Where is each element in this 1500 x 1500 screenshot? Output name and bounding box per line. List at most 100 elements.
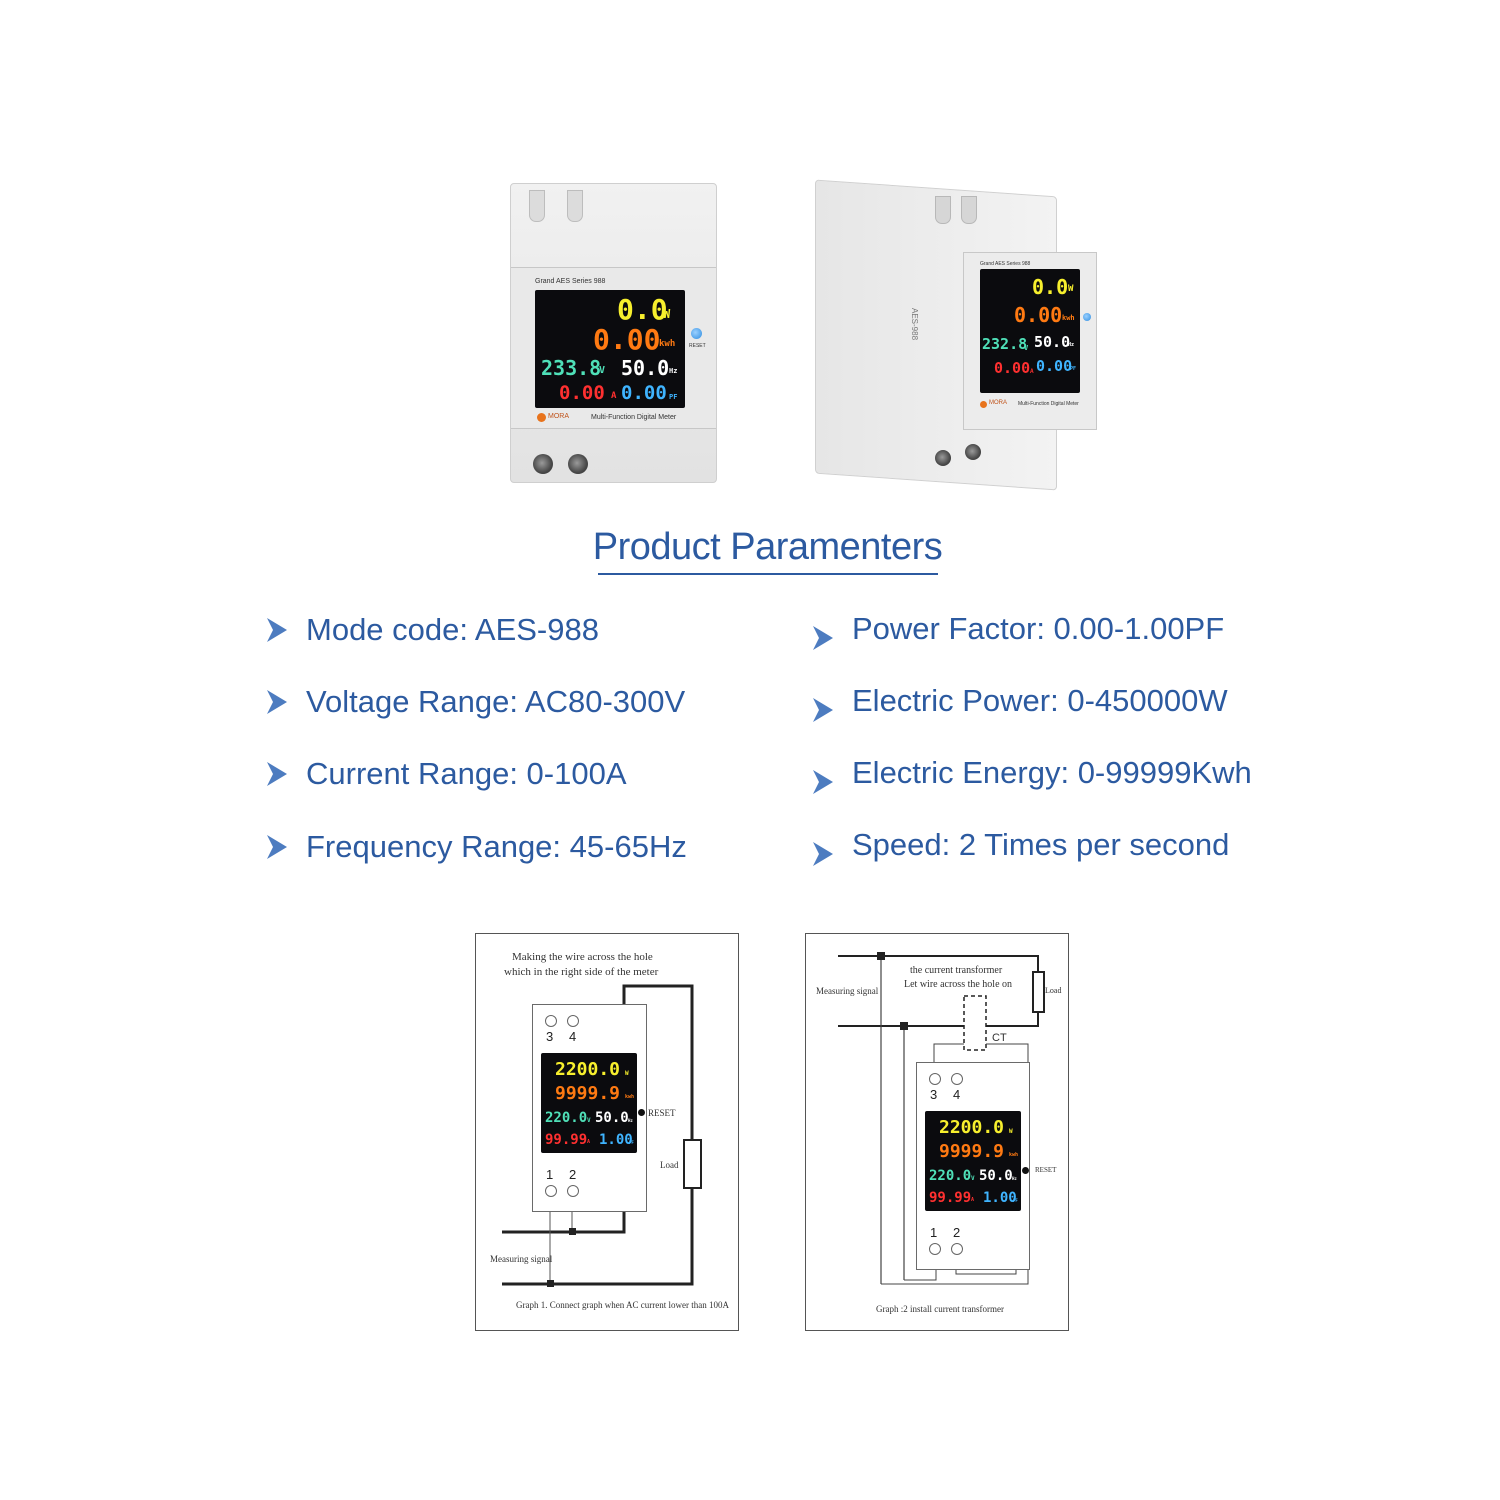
meter-display: 2200.0 W 9999.9 kwh 220.0 V 50.0 Hz 99.9… <box>541 1053 637 1153</box>
power-factor-readout: 0.00 <box>621 382 667 404</box>
voltage-readout: 220.0 <box>929 1168 972 1184</box>
current-unit: A <box>1030 368 1034 375</box>
param-text: Electric Energy: 0-99999Kwh <box>852 755 1252 790</box>
load-label: Load <box>1045 986 1062 995</box>
power-factor-unit: PF <box>1013 1198 1018 1203</box>
frequency-readout: 50.0 <box>621 356 670 380</box>
arrowhead-bullet-icon <box>813 770 833 794</box>
energy-readout: 9999.9 <box>939 1141 1005 1162</box>
voltage-readout: 233.8 <box>541 356 602 380</box>
param-item: Electric Energy: 0-99999Kwh <box>812 750 1252 796</box>
section-heading: Product Paramenters <box>592 526 943 568</box>
frequency-unit: Hz <box>669 367 678 375</box>
voltage-unit: V <box>1024 344 1029 352</box>
frequency-unit: Hz <box>628 1118 633 1123</box>
reset-button-icon[interactable] <box>691 328 702 339</box>
terminal-number: 1 <box>546 1167 554 1182</box>
frequency-readout: 50.0 <box>595 1110 629 1126</box>
mount-notch <box>961 196 977 224</box>
frequency-unit: Hz <box>1068 342 1075 348</box>
diagram-note-line1: the current transformer <box>910 965 1003 976</box>
energy-unit: kwh <box>659 339 676 349</box>
power-factor-readout: 1.00 <box>983 1190 1017 1206</box>
reset-label: RESET <box>1035 1166 1057 1174</box>
terminal-number: 2 <box>953 1225 961 1240</box>
power-unit: W <box>663 307 671 321</box>
diagram-note-line2: Let wire across the hole on <box>904 979 1013 990</box>
terminal-screw-icon <box>935 450 951 466</box>
param-text: Speed: 2 Times per second <box>852 827 1230 862</box>
diagram-caption: Graph 1. Connect graph when AC current l… <box>516 1300 729 1310</box>
param-item: Electric Power: 0-450000W <box>812 678 1228 724</box>
diagram-note-line2: which in the right side of the meter <box>504 966 659 978</box>
meter-display: 0.0 W 0.00 kwh 232.8 V 50.0 Hz 0.00 A 0.… <box>980 269 1080 393</box>
meter-front-photo: Grand AES Series 988 0.0 W 0.00 kwh 233.… <box>510 183 717 483</box>
terminal-number: 3 <box>546 1029 554 1044</box>
param-item: Speed: 2 Times per second <box>812 822 1229 868</box>
current-readout: 99.99 <box>929 1190 972 1206</box>
energy-readout: 9999.9 <box>555 1083 621 1104</box>
voltage-readout: 220.0 <box>545 1110 588 1126</box>
meter-front-panel: Grand AES Series 988 0.0 W 0.00 kwh 232.… <box>963 252 1097 430</box>
voltage-unit: V <box>971 1175 975 1182</box>
param-text: Mode code: AES-988 <box>306 612 599 647</box>
reset-button-icon[interactable] <box>1083 313 1091 321</box>
heading-underline <box>598 573 938 575</box>
energy-readout: 0.00 <box>1014 303 1063 327</box>
power-factor-readout: 0.00 <box>1036 357 1073 375</box>
ct-label: CT <box>992 1032 1007 1044</box>
energy-readout: 0.00 <box>593 323 661 356</box>
param-item: Mode code: AES-988 <box>266 612 599 648</box>
diagram-caption: Graph :2 install current transformer <box>876 1304 1004 1314</box>
meter-caption: Multi-Function Digital Meter <box>591 414 677 421</box>
param-item: Frequency Range: 45-65Hz <box>266 829 687 865</box>
frequency-unit: Hz <box>1012 1176 1017 1181</box>
arrowhead-bullet-icon <box>267 835 287 859</box>
wiring-lines <box>502 984 702 1287</box>
reset-label: RESET <box>689 343 706 349</box>
terminal-number: 1 <box>930 1225 938 1240</box>
terminal-circle-icon <box>951 1243 963 1255</box>
meter-brand-text: Grand AES Series 988 <box>535 278 606 285</box>
meter-angled-photo: AES-988 Grand AES Series 988 0.0 W 0.00 … <box>815 179 1097 491</box>
current-readout: 0.00 <box>994 359 1031 377</box>
frequency-readout: 50.0 <box>1034 333 1071 351</box>
terminal-circle-icon <box>567 1185 579 1197</box>
wiring-diagram-1: Making the wire across the hole which in… <box>475 933 739 1331</box>
brand-logo-icon <box>980 401 987 408</box>
power-unit: W <box>625 1070 629 1077</box>
meter-brand-text: Grand AES Series 988 <box>980 261 1031 267</box>
reset-dot-icon <box>1022 1167 1029 1174</box>
power-unit: W <box>1009 1128 1013 1135</box>
terminal-screw-icon <box>965 444 981 460</box>
arrowhead-bullet-icon <box>267 762 287 786</box>
energy-unit: kwh <box>1009 1152 1019 1158</box>
terminal-screw-icon <box>533 454 553 474</box>
param-text: Frequency Range: 45-65Hz <box>306 829 687 864</box>
terminal-circle-icon <box>929 1243 941 1255</box>
reset-dot-icon <box>638 1109 645 1116</box>
arrowhead-bullet-icon <box>267 690 287 714</box>
meter-display: 0.0 W 0.00 kwh 233.8 V 50.0 Hz 0.00 A 0.… <box>535 290 685 408</box>
reset-label: RESET <box>648 1108 676 1118</box>
wiring-diagram-2: the current transformer Let wire across … <box>805 933 1069 1331</box>
arrowhead-bullet-icon <box>813 698 833 722</box>
terminal-circle-icon <box>929 1073 941 1085</box>
voltage-unit: V <box>587 1117 591 1124</box>
param-item: Voltage Range: AC80-300V <box>266 684 685 720</box>
meter-schematic: 3 4 2200.0 W 9999.9 kwh 220.0 V 50.0 Hz … <box>916 1062 1030 1270</box>
power-readout: 2200.0 <box>555 1059 621 1080</box>
current-unit: A <box>971 1197 975 1203</box>
arrowhead-bullet-icon <box>813 842 833 866</box>
brand-logo-icon <box>537 413 546 422</box>
terminal-circle-icon <box>567 1015 579 1027</box>
terminal-number: 3 <box>930 1087 938 1102</box>
voltage-readout: 232.8 <box>982 335 1028 353</box>
current-readout: 0.00 <box>559 382 605 404</box>
power-unit: W <box>1068 284 1074 294</box>
frequency-readout: 50.0 <box>979 1168 1013 1184</box>
meter-display: 2200.0 W 9999.9 kwh 220.0 V 50.0 Hz 99.9… <box>925 1111 1021 1211</box>
voltage-unit: V <box>599 365 606 376</box>
mount-notch <box>567 190 583 222</box>
energy-unit: kwh <box>625 1094 635 1100</box>
